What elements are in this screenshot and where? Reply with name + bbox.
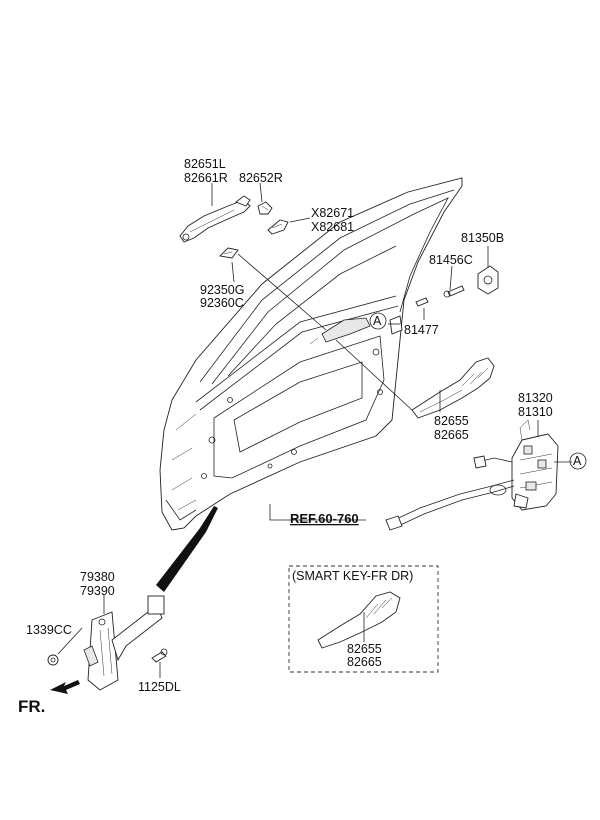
handle-cover-optional [267,219,289,235]
door-panel [159,177,463,531]
handle-cover [257,201,273,215]
marker-a-circle-2 [569,452,587,470]
label-cover-opt-2: X82681 [311,220,354,234]
label-clip-2: 92360C [200,296,244,310]
front-arrow [50,680,80,694]
checker-nut [47,654,59,666]
door-latch [511,419,559,511]
label-inner-handle-2: 82665 [434,428,469,442]
checker-bolt [151,648,168,663]
label-handle-r: 82661R [184,171,228,185]
outside-handle [179,195,251,243]
label-latch-2: 81310 [518,405,553,419]
label-inner-handle-1: 82655 [434,414,469,428]
marker-a-1: A [373,314,382,328]
smart-key-inside-handle [317,591,401,649]
label-pin: 81477 [404,323,439,337]
label-checker-2: 79390 [80,584,115,598]
label-bolt: 1125DL [138,680,181,694]
striker-screw [443,285,465,298]
checker-link-band [156,506,218,592]
label-screw: 81456C [429,253,473,267]
label-cover: 82652R [239,171,283,185]
label-ref: REF.60-760 [290,511,359,526]
handle-clip [219,247,239,259]
label-latch-1: 81320 [518,391,553,405]
label-smart-key-title: (SMART KEY-FR DR) [292,569,413,583]
label-striker: 81350B [461,231,504,245]
label-cover-opt-1: X82671 [311,206,354,220]
label-smart-handle-2: 82665 [347,655,382,669]
door-checker [83,595,165,691]
label-front: FR. [18,697,45,716]
striker [477,265,499,295]
leader-lines [57,182,572,678]
label-nut: 1339CC [26,623,72,637]
inside-handle [411,357,495,419]
label-checker-1: 79380 [80,570,115,584]
label-smart-handle-1: 82655 [347,642,382,656]
label-clip-1: 92350G [200,283,244,297]
smart-key-box [288,565,439,673]
marker-a-circle-1 [369,312,387,330]
pin [415,297,429,307]
marker-a-2: A [573,454,582,468]
label-handle-l: 82651L [184,157,226,171]
latch-cable [385,455,515,531]
